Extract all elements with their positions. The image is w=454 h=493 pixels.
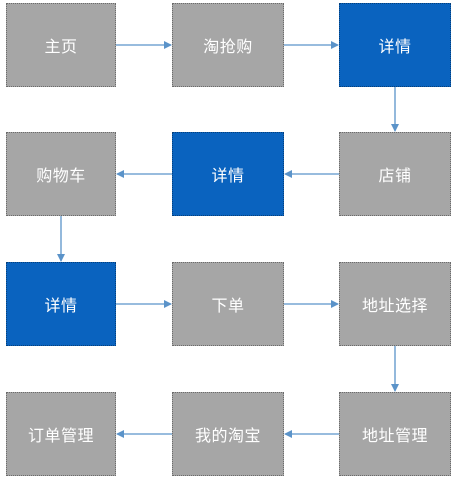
node-cart: 购物车: [6, 132, 116, 216]
node-my-taobao-label: 我的淘宝: [194, 426, 261, 445]
node-address-select-label: 地址选择: [361, 296, 428, 315]
node-shop: 店铺: [339, 132, 451, 216]
node-detail-2-label: 详情: [211, 166, 245, 185]
node-address-manage-label: 地址管理: [361, 426, 428, 445]
node-home: 主页: [6, 3, 116, 87]
node-shop-label: 店铺: [378, 166, 412, 185]
node-flash-sale-label: 淘抢购: [203, 37, 253, 56]
node-place-order-label: 下单: [211, 296, 245, 315]
node-address-select: 地址选择: [339, 262, 451, 346]
node-detail-3: 详情: [6, 262, 116, 346]
node-detail-3-label: 详情: [44, 296, 78, 315]
node-order-manage: 订单管理: [6, 392, 116, 476]
node-cart-label: 购物车: [36, 166, 86, 185]
node-place-order: 下单: [172, 262, 284, 346]
node-home-label: 主页: [44, 37, 78, 56]
node-flash-sale: 淘抢购: [172, 3, 284, 87]
node-detail-1-label: 详情: [378, 37, 412, 56]
node-my-taobao: 我的淘宝: [172, 392, 284, 476]
node-detail-1: 详情: [339, 3, 451, 87]
node-detail-2: 详情: [172, 132, 284, 216]
node-order-manage-label: 订单管理: [27, 426, 94, 445]
node-address-manage: 地址管理: [339, 392, 451, 476]
